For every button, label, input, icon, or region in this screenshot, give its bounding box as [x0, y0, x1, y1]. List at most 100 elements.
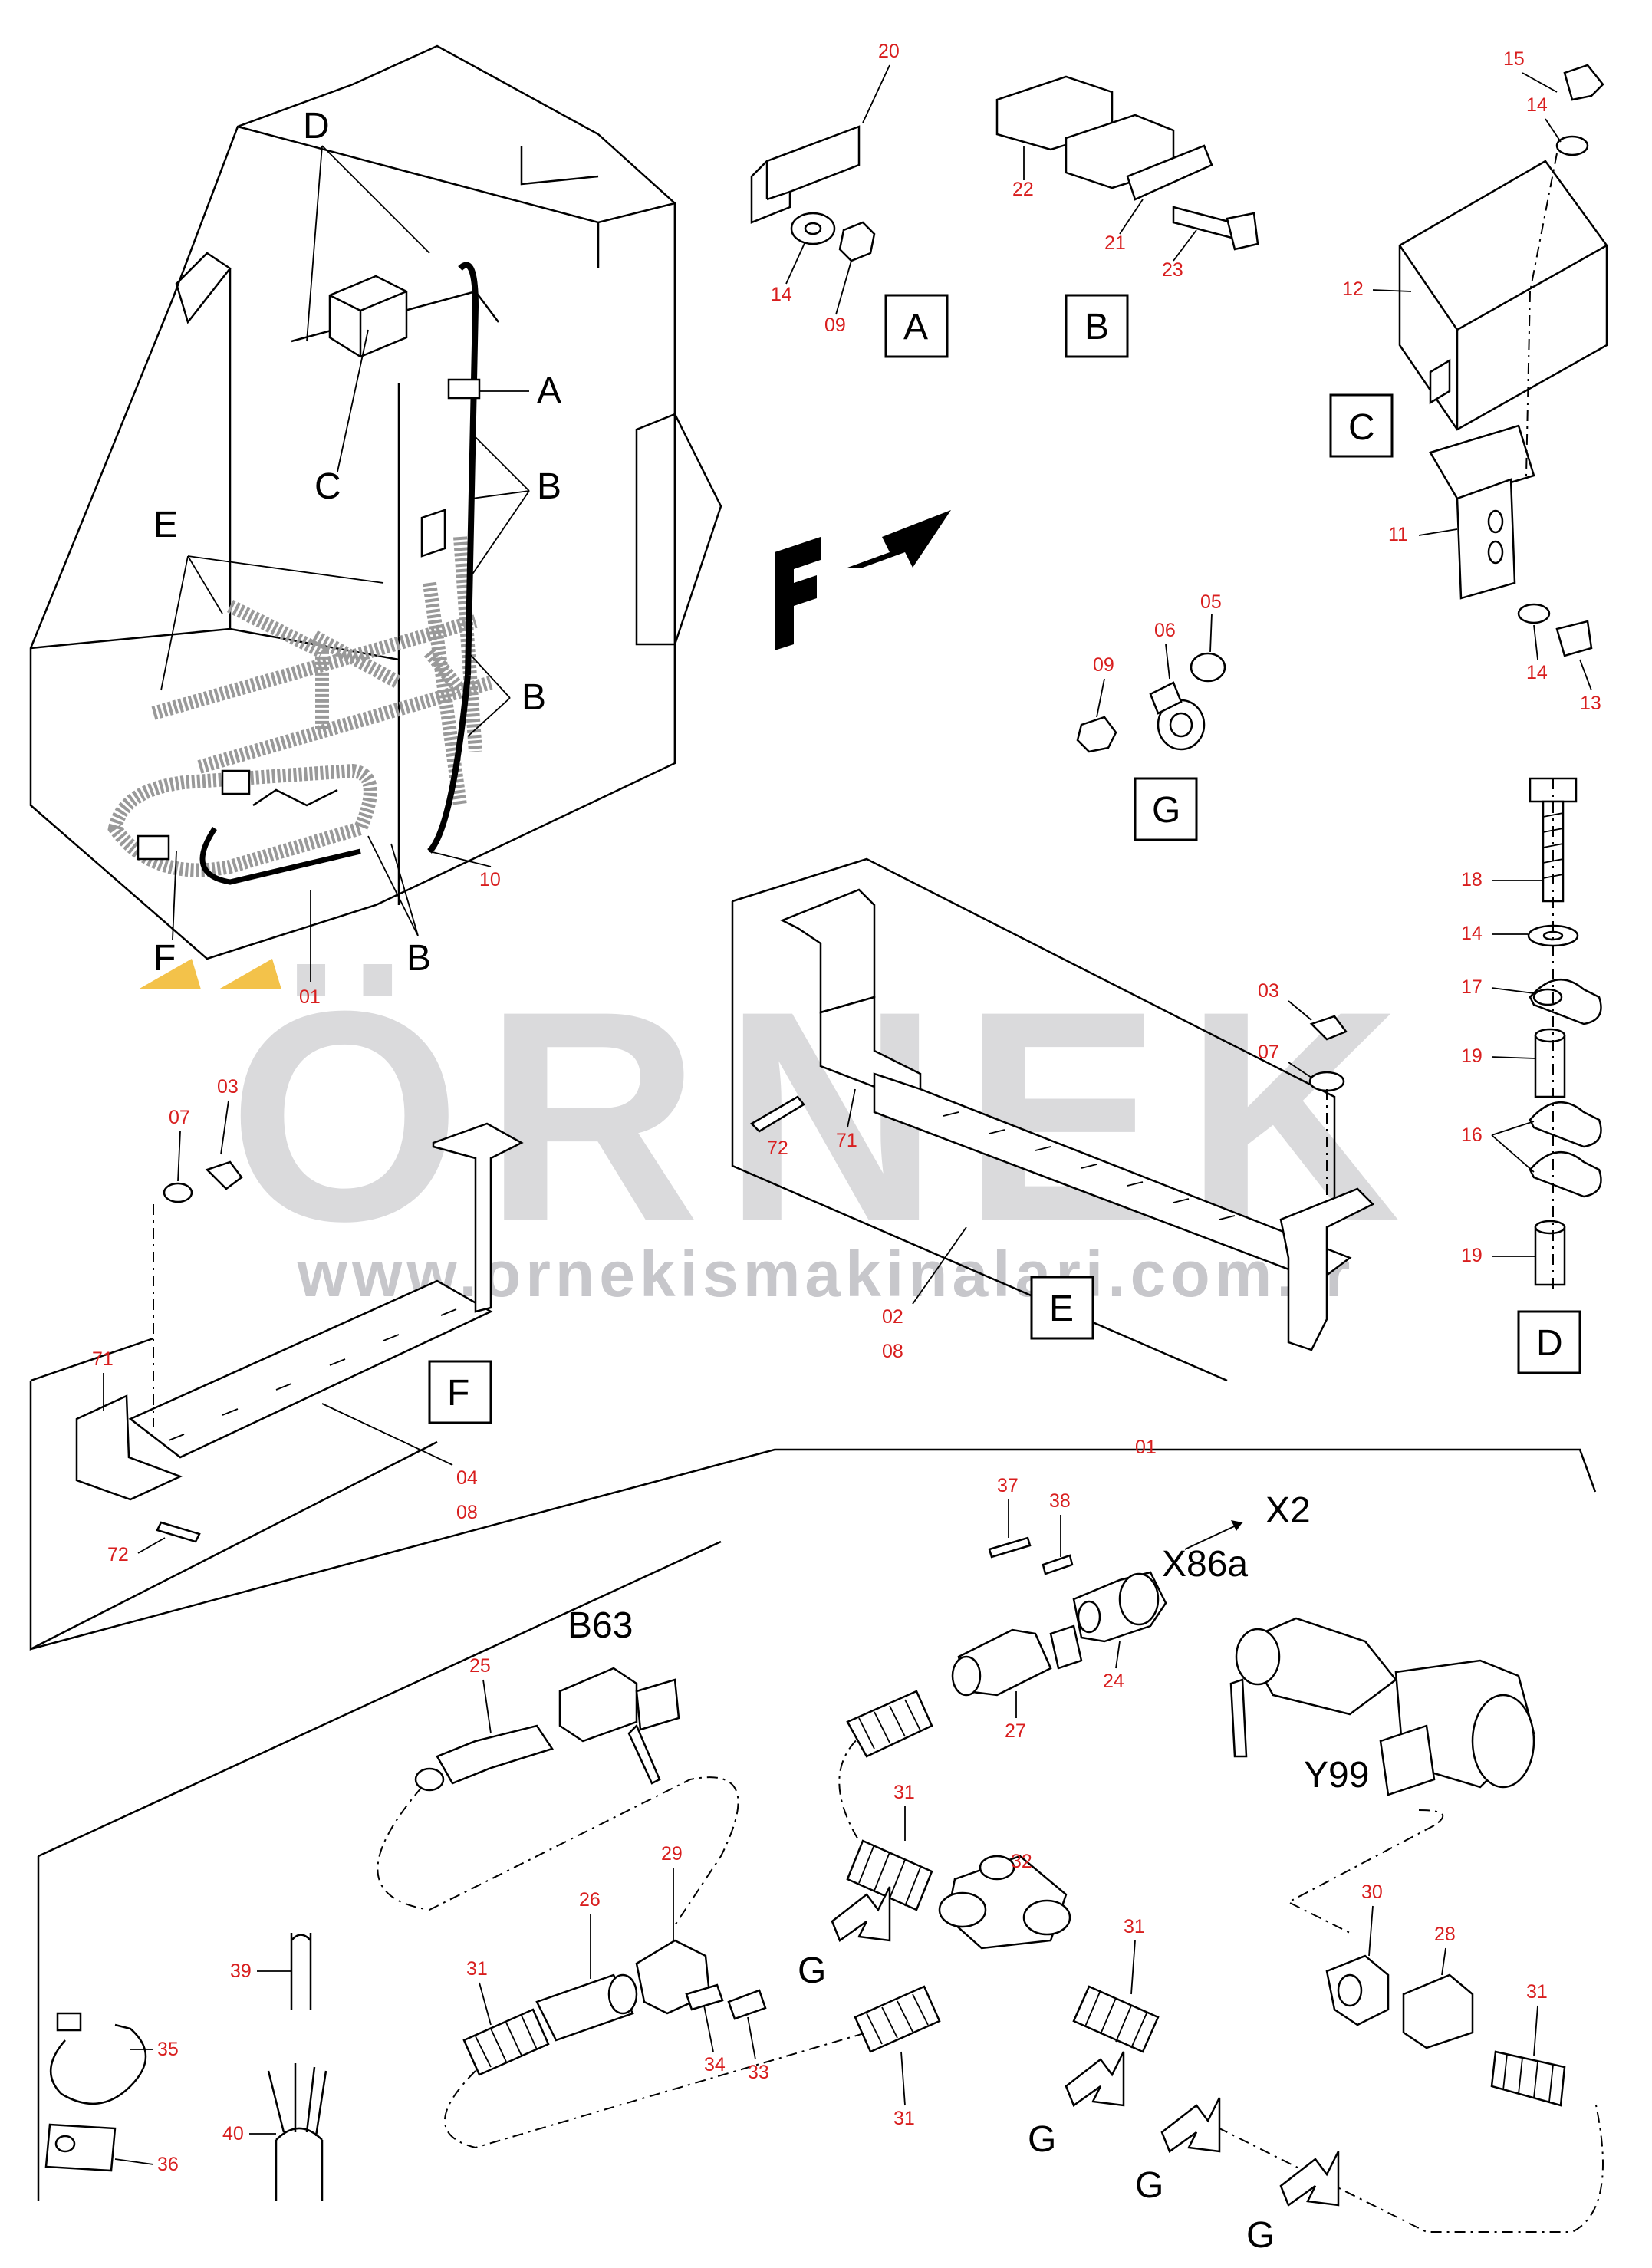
spring-sleeve-d	[854, 1985, 941, 2053]
part-number-18: 18	[1461, 869, 1483, 890]
component-label-b63: B63	[568, 1605, 633, 1646]
part-number-08-e: 08	[882, 1341, 903, 1362]
part-number-09-a: 09	[824, 314, 846, 336]
part-number-12: 12	[1342, 278, 1364, 300]
part-number-14-d: 14	[1461, 923, 1483, 944]
detail-d: D 18 14 17 19 16 19	[1461, 777, 1602, 1374]
part-number-39: 39	[230, 1960, 252, 1982]
spring-sleeve-a	[846, 1690, 933, 1758]
watermark-accent-right	[219, 959, 281, 989]
part-number-25: 25	[469, 1655, 491, 1677]
part-number-38: 38	[1049, 1490, 1071, 1512]
part-number-31-c: 31	[893, 2108, 915, 2129]
part-number-16: 16	[1461, 1124, 1483, 1146]
detail-f-label-box	[428, 1360, 492, 1424]
detail-a-label-box	[884, 294, 949, 358]
spring-sleeve-e	[1072, 1985, 1160, 2053]
part-number-72-f: 72	[107, 1544, 129, 1565]
part-number-20: 20	[878, 41, 900, 62]
part-number-19-d-bottom: 19	[1461, 1245, 1483, 1266]
arrow-g-3: G	[1135, 2097, 1221, 2206]
detail-g-label: G	[1152, 790, 1180, 831]
arrow-g-1: G	[798, 1886, 891, 1991]
detail-f: F 03 07 71 72 04 08	[29, 1076, 524, 1651]
part-number-08-f: 08	[456, 1502, 478, 1523]
detail-letter-c-main: C	[314, 466, 341, 507]
arrow-g-label-1: G	[798, 1950, 826, 1991]
spring-sleeve-b	[846, 1839, 933, 1911]
part-number-01-main: 01	[299, 986, 321, 1008]
part-number-11: 11	[1388, 524, 1408, 545]
part-number-30: 30	[1361, 1881, 1383, 1903]
detail-letter-b-main-lower: B	[406, 938, 431, 979]
arrow-g-2: G	[1028, 2051, 1125, 2160]
detail-g: G 09 06 05	[1076, 591, 1226, 841]
detail-f-label: F	[447, 1373, 469, 1414]
detail-e-label-box	[1030, 1276, 1094, 1340]
part-number-23: 23	[1162, 259, 1183, 281]
detail-b: B 22 21 23	[995, 75, 1259, 358]
detail-a: A 20 14 09	[750, 41, 949, 358]
part-number-26: 26	[579, 1889, 601, 1911]
part-number-37: 37	[997, 1475, 1019, 1496]
main-assembly	[29, 44, 722, 960]
component-label-x2: X2	[1265, 1490, 1311, 1531]
part-number-36: 36	[157, 2154, 179, 2175]
part-number-71-e: 71	[836, 1130, 857, 1151]
part-number-03-f: 03	[217, 1076, 239, 1098]
detail-g-label-box	[1134, 777, 1198, 841]
part-number-01-kit: 01	[1135, 1437, 1157, 1458]
part-number-03-e: 03	[1258, 980, 1279, 1002]
part-number-14-c-bottom: 14	[1526, 662, 1548, 683]
detail-e: E 72 71 03 07 02 08	[731, 857, 1375, 1382]
part-number-14-c-top: 14	[1526, 94, 1548, 116]
detail-d-label-box	[1517, 1310, 1581, 1374]
arrow-g-label-4: G	[1246, 2215, 1275, 2256]
part-number-10-main: 10	[479, 869, 501, 890]
part-number-13: 13	[1580, 693, 1601, 714]
part-number-27: 27	[1005, 1720, 1026, 1742]
detail-c-label: C	[1348, 407, 1375, 448]
part-number-19-d-top: 19	[1461, 1045, 1483, 1067]
part-number-35: 35	[157, 2039, 179, 2060]
part-number-21: 21	[1104, 232, 1126, 254]
watermark-url: www.ornekismakinalari.com.tr	[297, 1238, 1355, 1310]
part-number-15: 15	[1503, 48, 1525, 70]
watermark-accent-left	[138, 959, 201, 989]
part-number-33: 33	[748, 2062, 769, 2083]
part-number-31-e: 31	[1526, 1981, 1548, 2003]
part-number-17: 17	[1461, 976, 1483, 998]
part-number-31-d: 31	[1124, 1916, 1145, 1937]
spring-sleeve-c	[462, 2008, 550, 2076]
detail-e-label: E	[1049, 1289, 1074, 1329]
part-number-40: 40	[222, 2123, 244, 2145]
part-number-72-e: 72	[767, 1137, 788, 1159]
part-number-02-e: 02	[882, 1306, 903, 1328]
part-number-32: 32	[1011, 1851, 1032, 1872]
detail-c-label-box	[1329, 393, 1394, 458]
part-number-28: 28	[1434, 1924, 1456, 1945]
part-number-07-e: 07	[1258, 1042, 1279, 1063]
component-label-x86a: X86a	[1162, 1544, 1248, 1585]
part-number-09-g: 09	[1093, 654, 1114, 676]
part-number-07-f: 07	[169, 1107, 190, 1128]
detail-a-label: A	[903, 307, 928, 347]
arrow-g-4: G	[1246, 2151, 1340, 2256]
part-number-24: 24	[1103, 1671, 1124, 1692]
part-number-34: 34	[704, 2054, 726, 2075]
detail-letter-f-main: F	[153, 938, 176, 979]
detail-b-label-box	[1065, 294, 1129, 358]
part-number-31-a: 31	[466, 1958, 488, 1980]
detail-d-label: D	[1536, 1323, 1563, 1364]
detail-letter-a-main: A	[537, 370, 561, 411]
part-number-05-g: 05	[1200, 591, 1222, 613]
part-number-06-g: 06	[1154, 620, 1176, 641]
part-number-31-b: 31	[893, 1782, 915, 1803]
detail-f-direction-arrow	[775, 510, 951, 650]
detail-letter-b-main-middle: B	[522, 677, 546, 718]
main-assembly-callouts: D A B C E B F 01 B 10	[153, 106, 561, 1008]
component-label-y99: Y99	[1304, 1755, 1369, 1796]
detail-b-label: B	[1084, 307, 1109, 347]
part-number-71-f: 71	[92, 1348, 114, 1370]
detail-letter-e-main: E	[153, 505, 178, 545]
